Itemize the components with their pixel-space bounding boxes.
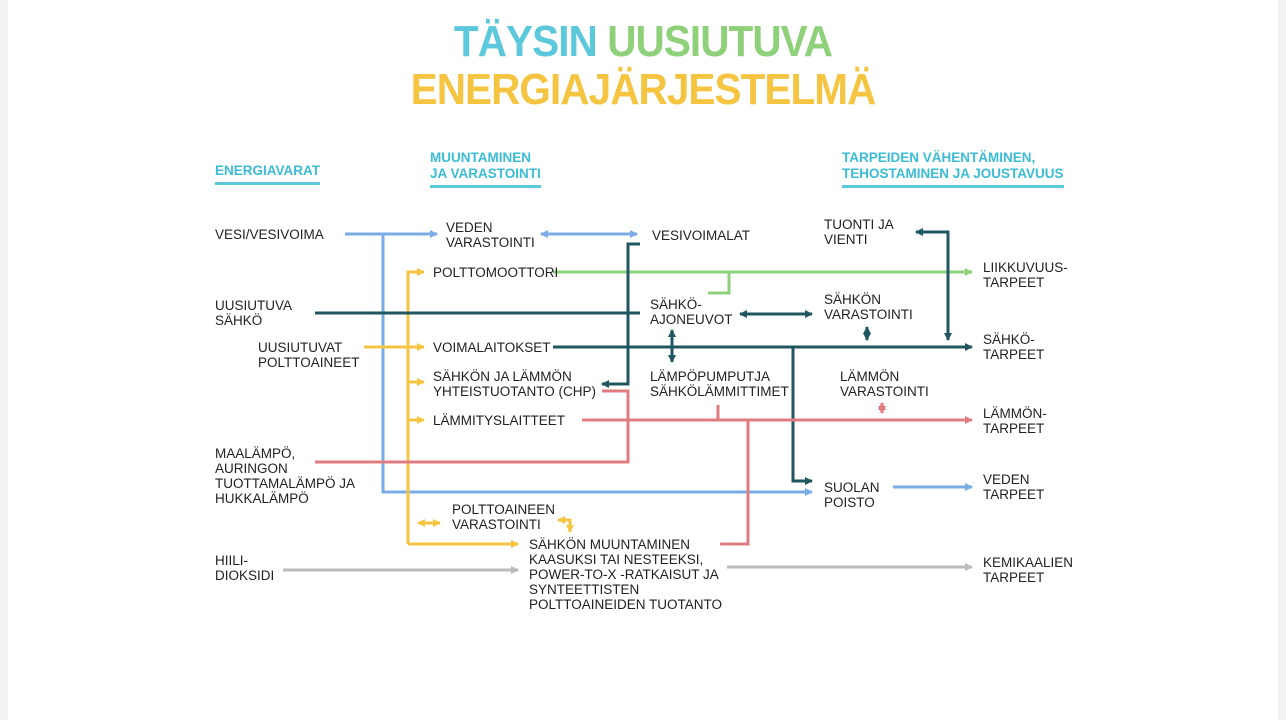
node-heating-devices: LÄMMITYSLAITTEET	[433, 413, 566, 428]
node-chp: SÄHKÖN JA LÄMMÖN YHTEISTUOTANTO (CHP)	[433, 369, 597, 399]
node-import-export: TUONTI JA VIENTI	[824, 217, 894, 247]
need-electricity: SÄHKÖ- TARPEET	[983, 332, 1045, 362]
node-heat-storage: LÄMMÖN VARASTOINTI	[840, 369, 929, 399]
source-hydro: VESI/VESIVOIMA	[215, 227, 324, 242]
node-hydro-plants: VESIVOIMALAT	[652, 228, 751, 243]
source-carbon-dioxide: HIILI- DIOKSIDI	[215, 553, 275, 583]
flow-geothermal-to-chp	[315, 389, 630, 464]
node-combustion-engine: POLTTOMOOTTORI	[433, 265, 559, 280]
node-power-to-x: SÄHKÖN MUUNTAMINEN KAASUKSI TAI NESTEEKS…	[529, 537, 723, 612]
flow-import-export	[915, 228, 952, 341]
node-heat-pumps: LÄMPÖPUMPUTJA SÄHKÖLÄMMITTIMET	[650, 369, 789, 399]
header-conversion-storage: MUUNTAMINEN JA VARASTOINTI	[430, 150, 541, 188]
need-water: VEDEN TARPEET	[983, 472, 1045, 502]
header-demand-flexibility: TARPEIDEN VÄHENTÄMINEN, TEHOSTAMINEN JA …	[842, 150, 1064, 188]
source-renewable-fuels: UUSIUTUVAT POLTTOAINEET	[258, 340, 360, 370]
source-renewable-electricity: UUSIUTUVA SÄHKÖ	[215, 298, 293, 328]
node-power-plants: VOIMALAITOKSET	[433, 340, 551, 355]
flow-electricity-to-desalination	[791, 347, 813, 485]
flow-heat-to-power-to-x	[720, 420, 750, 546]
flow-water-to-desalination	[381, 234, 813, 496]
need-chemicals: KEMIKAALIEN TARPEET	[983, 555, 1074, 585]
flow-fuel-storage-right	[557, 516, 574, 533]
title-word-2: UUSIUTUVA	[607, 17, 833, 66]
left-edge-strip	[0, 0, 8, 720]
right-edge-strip	[1278, 0, 1286, 720]
source-geothermal-solar-waste-heat: MAALÄMPÖ, AURINGON TUOTTAMALÄMPÖ JA HUKK…	[215, 446, 356, 506]
flow-fuel-trunk-to-engine	[406, 268, 425, 544]
title-line-2: ENERGIAJÄRJESTELMÄ	[410, 65, 877, 114]
need-mobility: LIIKKUVUUS- TARPEET	[983, 260, 1068, 290]
node-desalination: SUOLAN POISTO	[824, 480, 880, 510]
header-energy-resources: ENERGIAVARAT	[215, 163, 321, 185]
flow-mobility-to-ev	[708, 272, 731, 295]
node-electricity-storage: SÄHKÖN VARASTOINTI	[824, 292, 913, 322]
node-water-storage: VEDEN VARASTOINTI	[446, 220, 535, 250]
node-fuel-storage: POLTTOAINEEN VARASTOINTI	[452, 502, 556, 532]
title-line-1: TÄYSIN UUSIUTUVA	[51, 18, 1234, 66]
node-electric-vehicles: SÄHKÖ- AJONEUVOT	[650, 297, 733, 327]
need-heat: LÄMMÖN- TARPEET	[983, 406, 1047, 436]
title-word-1: TÄYSIN	[453, 17, 598, 66]
